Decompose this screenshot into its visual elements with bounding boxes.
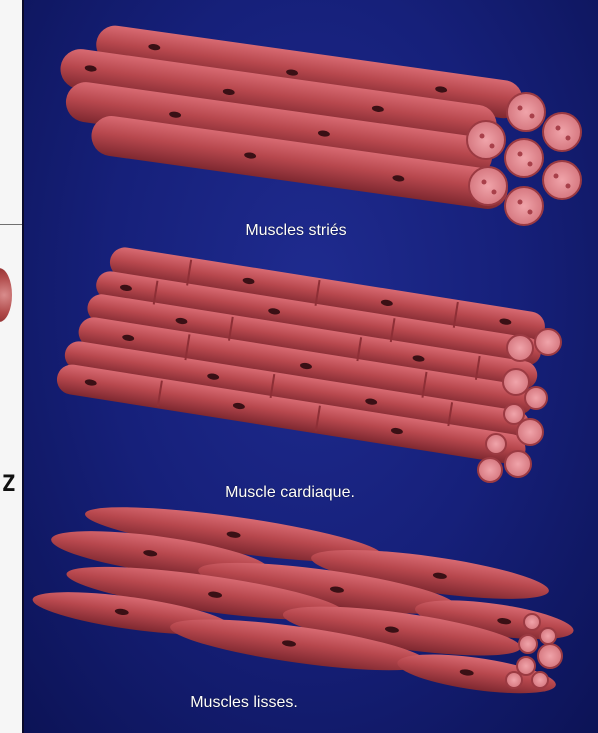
cardiac-muscle-bundle <box>55 240 561 482</box>
divider-line <box>0 224 22 225</box>
left-page-fragment: Z <box>0 0 22 733</box>
muscle-illustration <box>24 0 598 733</box>
cropped-glyph: Z <box>2 472 15 497</box>
striated-muscle-bundle <box>49 19 581 225</box>
caption-cardiac-muscle: Muscle cardiaque. <box>225 484 355 502</box>
smooth-muscle-bundle <box>29 490 583 702</box>
caption-striated-muscle: Muscles striés <box>245 222 346 240</box>
cropped-cell-image <box>0 268 12 322</box>
muscle-types-figure: Muscles striés Muscle cardiaque. Muscles… <box>22 0 598 733</box>
caption-smooth-muscle: Muscles lisses. <box>190 694 298 712</box>
